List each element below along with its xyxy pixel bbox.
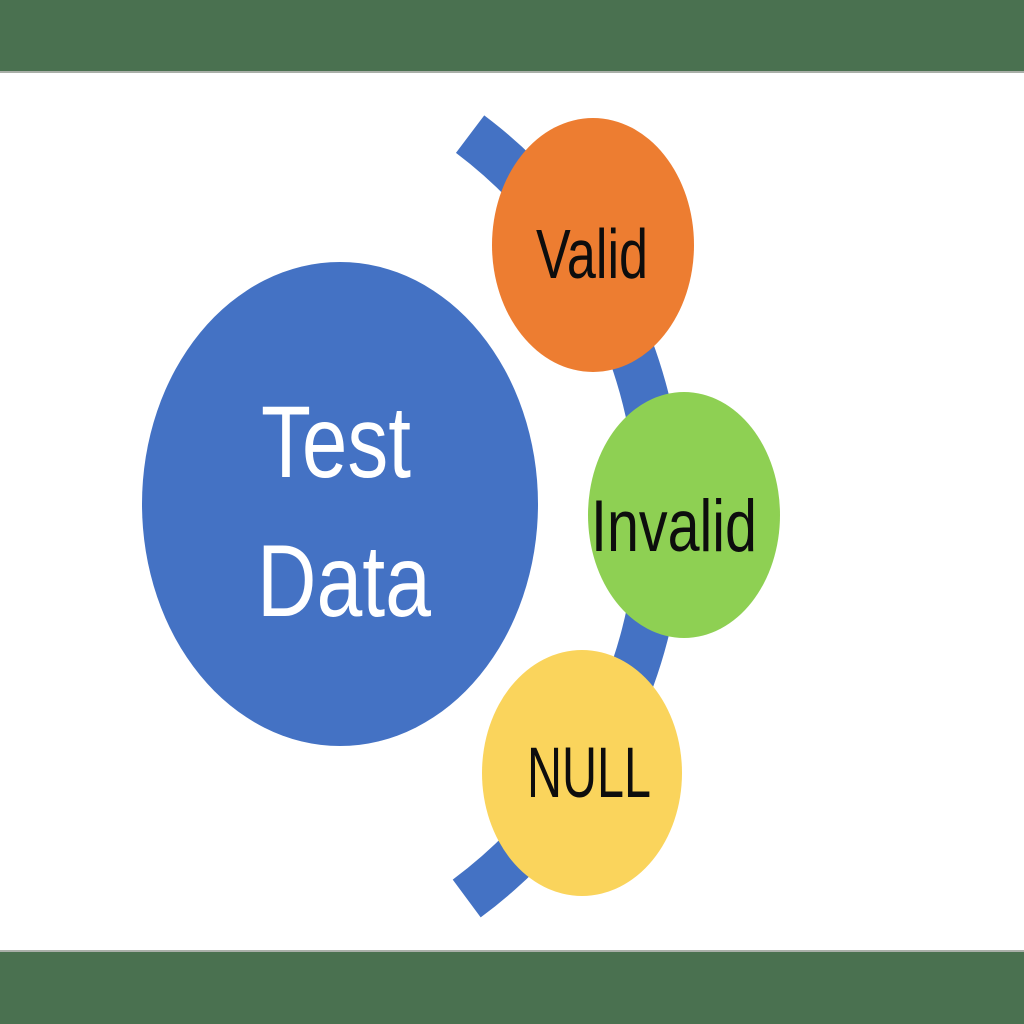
center-node-label-line1: Test [261,385,411,499]
node-invalid-label: Invalid [591,486,757,567]
top-letterbox-bar [0,0,1024,73]
center-node-test-data[interactable] [142,262,538,746]
center-node-label-line2: Data [257,524,431,638]
bottom-letterbox-bar [0,950,1024,1024]
node-valid-label: Valid [536,215,648,293]
node-invalid[interactable] [588,392,780,638]
node-valid[interactable] [492,118,694,372]
node-null-label: NULL [527,734,651,813]
node-null[interactable] [482,650,682,896]
